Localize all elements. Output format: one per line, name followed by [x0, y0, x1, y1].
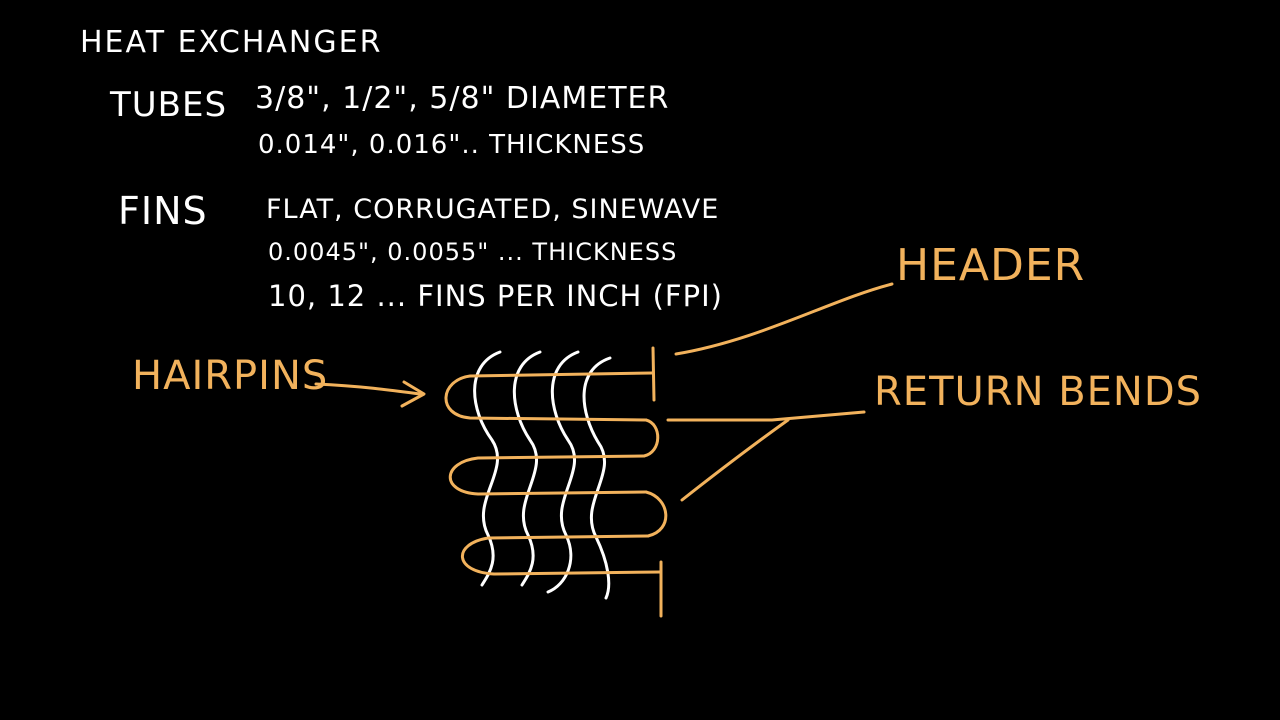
fins-types-note: FLAT, CORRUGATED, SINEWAVE — [266, 194, 720, 225]
return-bends-leader-upper — [666, 410, 866, 422]
return-bends-label: RETURN BENDS — [874, 369, 1203, 415]
fins-thickness-note: 0.0045", 0.0055" ... THICKNESS — [268, 238, 678, 266]
fin-line — [546, 350, 580, 594]
callout-lines — [314, 282, 894, 502]
hairpin-tubes — [444, 346, 668, 618]
return-bend — [642, 418, 660, 458]
hairpin-tube — [444, 371, 654, 422]
fin-lines — [473, 350, 612, 600]
header-leader-line — [674, 282, 894, 356]
return-bend — [644, 490, 668, 538]
hairpins-arrow-line — [314, 382, 422, 396]
tubes-diameter-note: 3/8", 1/2", 5/8" DIAMETER — [255, 81, 670, 116]
tubes-label: TUBES — [110, 85, 228, 125]
fin-line — [582, 356, 612, 600]
header-bar — [651, 346, 656, 402]
arrow-head — [400, 380, 426, 408]
fin-line — [473, 350, 502, 587]
hairpin-tube — [448, 454, 648, 496]
return-bends-leader-lower — [680, 418, 790, 502]
tubes-thickness-note: 0.014", 0.016".. THICKNESS — [258, 130, 646, 160]
fin-line — [512, 350, 542, 587]
header-label: HEADER — [896, 240, 1086, 291]
hairpins-label: HAIRPINS — [132, 353, 329, 399]
fins-per-inch-note: 10, 12 ... FINS PER INCH (FPI) — [268, 279, 723, 313]
hairpin-tube — [460, 534, 662, 576]
fins-label: FINS — [118, 189, 208, 233]
notes-title: HEAT EXCHANGER — [80, 25, 383, 60]
